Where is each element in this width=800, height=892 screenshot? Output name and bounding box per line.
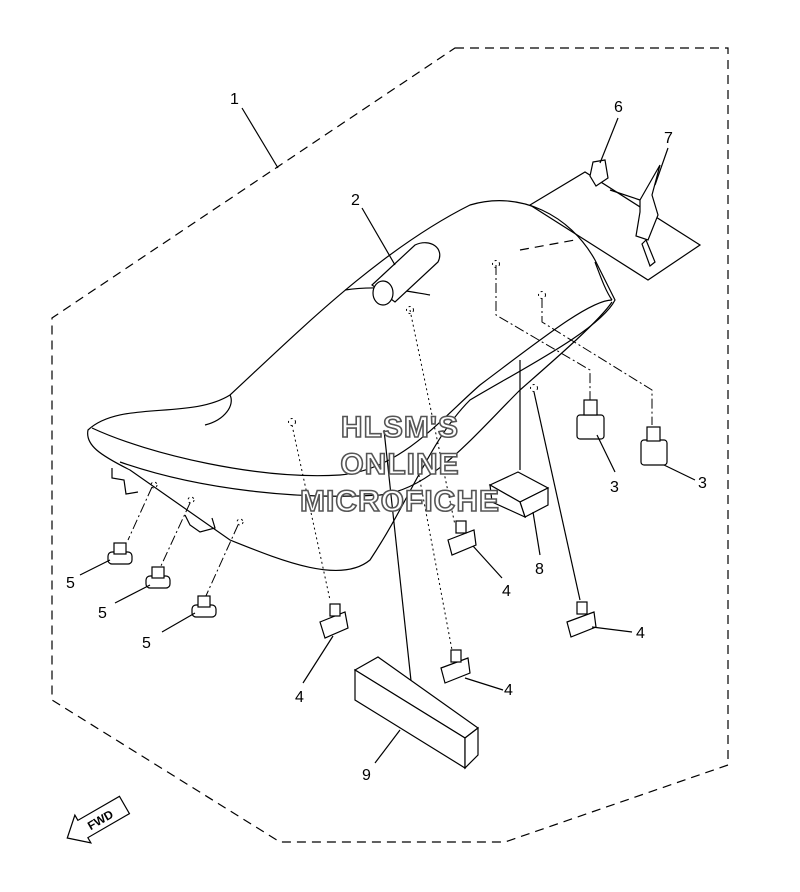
callout-3: 3: [698, 475, 707, 492]
callout-4: 4: [504, 682, 513, 699]
callout-labels: 1 2 3 3 4 4 4 4 5 5 5 6 7 8 9: [66, 91, 707, 784]
grommet-parts: [107, 542, 217, 618]
mounting-guides: [127, 239, 653, 691]
callout-6: 6: [614, 99, 623, 116]
callout-5: 5: [142, 635, 151, 652]
hole-markers: [150, 260, 546, 526]
callout-5: 5: [98, 605, 107, 622]
callout-8: 8: [535, 561, 544, 578]
callout-5: 5: [66, 575, 75, 592]
leader-lines: [79, 107, 696, 764]
strap-part: [371, 242, 441, 306]
damper-parts: [576, 399, 668, 466]
callout-4: 4: [502, 583, 511, 600]
callout-7: 7: [664, 130, 673, 147]
callout-3: 3: [610, 479, 619, 496]
lock-assembly: [528, 159, 702, 281]
callout-9: 9: [362, 767, 371, 784]
callout-4: 4: [295, 689, 304, 706]
watermark-line-3: MICROFICHE: [300, 485, 500, 518]
callout-4: 4: [636, 625, 645, 642]
callout-2: 2: [351, 192, 360, 209]
pad-part-small: [488, 471, 550, 519]
watermark-line-2: ONLINE: [340, 448, 459, 481]
assembly-boundary: [51, 47, 729, 843]
seat-body: [87, 200, 616, 572]
callout-1: 1: [230, 91, 239, 108]
forward-arrow-icon: FWD: [66, 795, 131, 844]
watermark-line-1: HLSM'S: [341, 411, 459, 444]
pad-part-large: [353, 656, 480, 770]
watermark: HLSM'S ONLINE MICROFICHE: [299, 410, 500, 519]
